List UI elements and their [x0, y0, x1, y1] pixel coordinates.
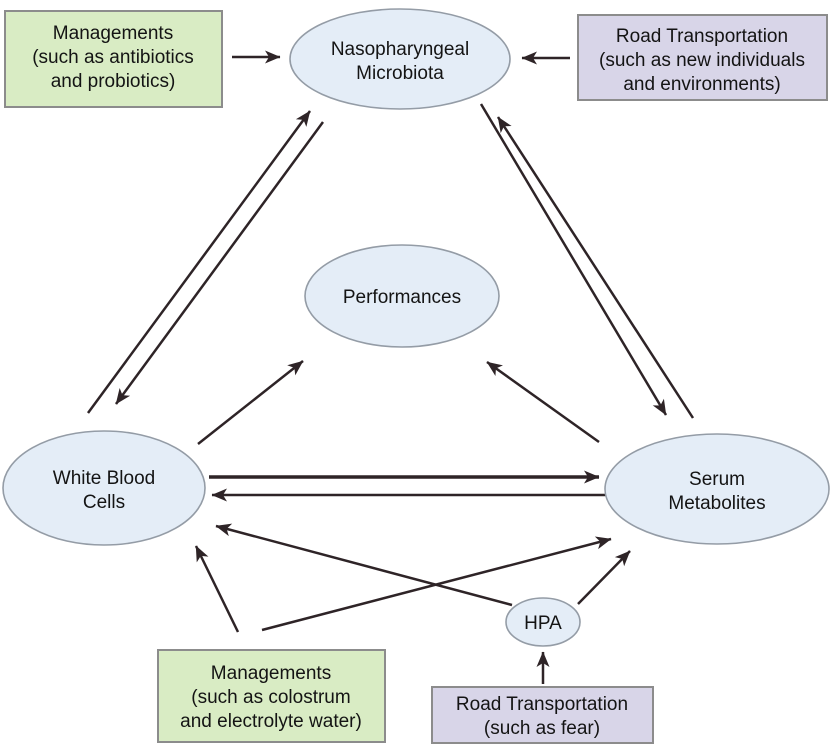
management-top-box [4, 10, 223, 108]
node-hpa: HPA [505, 597, 581, 647]
nasopharyngeal-microbiota-ellipse [289, 8, 511, 110]
arrow-management-bottom-to-serum-metabolites [261, 536, 612, 632]
serum-metabolites-ellipse [604, 433, 830, 545]
arrow-hpa-to-white-blood-cells [215, 523, 513, 607]
road-transportation-top-label: Road Transportation(such as new individu… [599, 26, 805, 95]
arrow-nasopharyngeal-to-white-blood-cells [114, 121, 325, 405]
hpa-label: HPA [524, 613, 562, 634]
arrow-hpa-to-serum-metabolites [577, 550, 631, 605]
arrow-serum-metabolites-to-performances [486, 360, 600, 444]
road-transportation-top-box [577, 14, 828, 101]
arrow-nasopharyngeal-to-serum-metabolites [479, 103, 668, 416]
node-road-transportation-bottom: Road Transportation(such as fear) [431, 686, 654, 744]
performances-ellipse [304, 244, 500, 348]
hpa-ellipse [505, 597, 581, 647]
performances-label: Performances [343, 287, 461, 308]
arrow-white-blood-cells-to-performances [197, 360, 304, 445]
road-transportation-bottom-label: Road Transportation(such as fear) [456, 694, 628, 739]
arrow-serum-metabolites-to-nasopharyngeal [496, 116, 695, 419]
arrow-management-bottom-to-white-blood-cells [194, 545, 240, 633]
management-bottom-box [157, 649, 386, 743]
arrow-white-blood-cells-to-nasopharyngeal [86, 110, 312, 414]
road-transportation-bottom-box [431, 686, 654, 744]
node-road-transportation-top: Road Transportation(such as new individu… [577, 14, 828, 101]
white-blood-cells-ellipse [2, 430, 206, 546]
node-performances: Performances [304, 244, 500, 348]
